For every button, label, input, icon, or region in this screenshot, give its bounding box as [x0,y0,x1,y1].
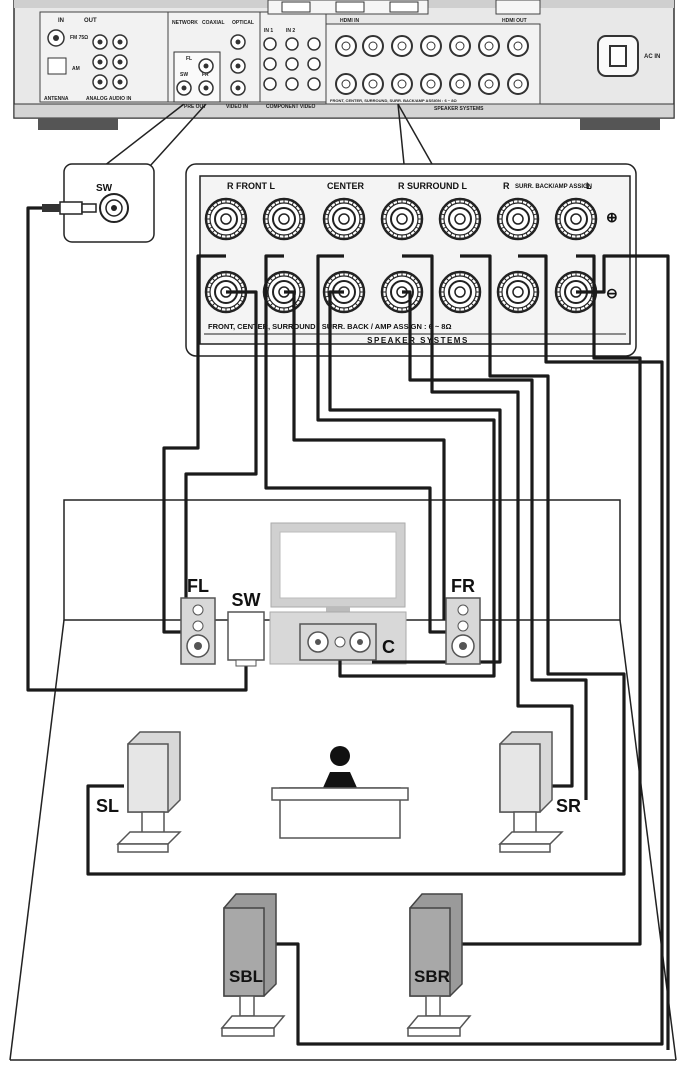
terminal-plus-7 [554,197,598,241]
wire-subwoofer [26,206,248,692]
label-sbr: SBR [414,967,450,986]
label-in2: IN 2 [286,28,295,34]
header-surround: R SURROUND L [398,181,468,191]
speaker-sr: SR [498,731,581,853]
wire-fl-plus [162,254,226,634]
wire-fr-minus [284,290,446,620]
speaker-systems-footer: SPEAKER SYSTEMS [367,336,469,345]
receiver-rear-panel: IN OUT FM 75Ω AM ANTENNA ANALOG AUDIO IN… [13,0,675,130]
speaker-center: C [299,623,395,661]
component-jacks [263,37,321,91]
terminal-plus-2 [262,197,306,241]
terminal-plus-6 [496,197,540,241]
terminal-plus-4 [380,197,424,241]
sw-callout-label: SW [96,183,113,194]
wire-sr-plus [402,254,574,788]
header-sb-mid: SURR. BACK/AMP ASSIGN [515,184,592,190]
listener-sofa [271,746,409,839]
label-hdmi-in: HDMI IN [340,18,360,24]
minus-sign: ⊖ [606,285,618,301]
wire-sb-minus [576,254,670,1050]
terminal-plus-1 [204,197,248,241]
wire-sbr-plus [458,254,642,946]
label-out: OUT [84,18,97,24]
wire-center-plus [316,254,496,678]
speaker-sbr: SBR [406,893,472,1037]
label-sw: SW [232,590,261,610]
label-preout: PRE OUT [184,104,206,110]
label-antenna: ANTENNA [44,96,69,102]
label-hdmi-out: HDMI OUT [502,18,527,24]
terminal-minus-5 [438,270,482,314]
label-fm: FM 75Ω [70,35,88,41]
listener-head [330,746,350,766]
label-sw: SW [180,72,188,78]
speaker-terminals [204,197,598,314]
speaker-sw: SW [227,590,265,667]
label-coaxial: COAXIAL [202,20,225,26]
receiver-speaker-systems-label: SPEAKER SYSTEMS [434,106,484,112]
label-component: COMPONENT VIDEO [266,104,316,110]
speaker-fl: FL [180,576,216,665]
label-video-in: VIDEO IN [226,104,248,110]
label-ac-in: AC IN [644,54,660,60]
label-fr: FR [202,72,209,78]
label-sr: SR [556,796,581,816]
terminal-plus-5 [438,197,482,241]
receiver-speaker-terminals [335,35,529,95]
label-optical: OPTICAL [232,20,254,26]
label-in1: IN 1 [264,28,273,34]
speaker-sl: SL [96,731,182,853]
label-sbl: SBL [229,967,263,986]
receiver-impedance-label: FRONT, CENTER, SURROUND, SURR. BACK/AMP … [330,98,457,103]
wire-fr-plus [264,254,446,634]
plus-sign: ⊕ [606,209,618,225]
terminal-panel-zoom: R FRONT L CENTER R SURROUND L R SURR. BA… [185,103,637,357]
terminal-plus-3 [322,197,366,241]
wire-sbl-plus [276,254,664,1046]
terminal-minus-6 [496,270,540,314]
header-sb-l: L [586,181,592,191]
label-fr: FR [451,576,475,596]
speaker-sbl: SBL [220,893,286,1037]
label-center: C [382,637,395,657]
header-front: R FRONT L [227,181,275,191]
rca-jacks-left [92,34,128,90]
label-sl: SL [96,796,119,816]
header-sb-r: R [503,181,510,191]
label-analog-in: ANALOG AUDIO IN [86,96,132,102]
sw-callout: SW [42,103,207,243]
label-fl: FL [187,576,209,596]
label-fl: FL [186,56,192,62]
speaker-fr: FR [445,576,481,665]
wire-fl-minus [184,290,258,620]
header-center: CENTER [327,181,365,191]
label-am: AM [72,66,80,72]
label-network: NETWORK [172,20,198,26]
label-in: IN [58,18,64,24]
rca-plug [59,201,83,215]
wire-sl-plus [86,254,626,876]
speaker-wires [26,206,670,1050]
wire-sr-minus [402,290,588,800]
